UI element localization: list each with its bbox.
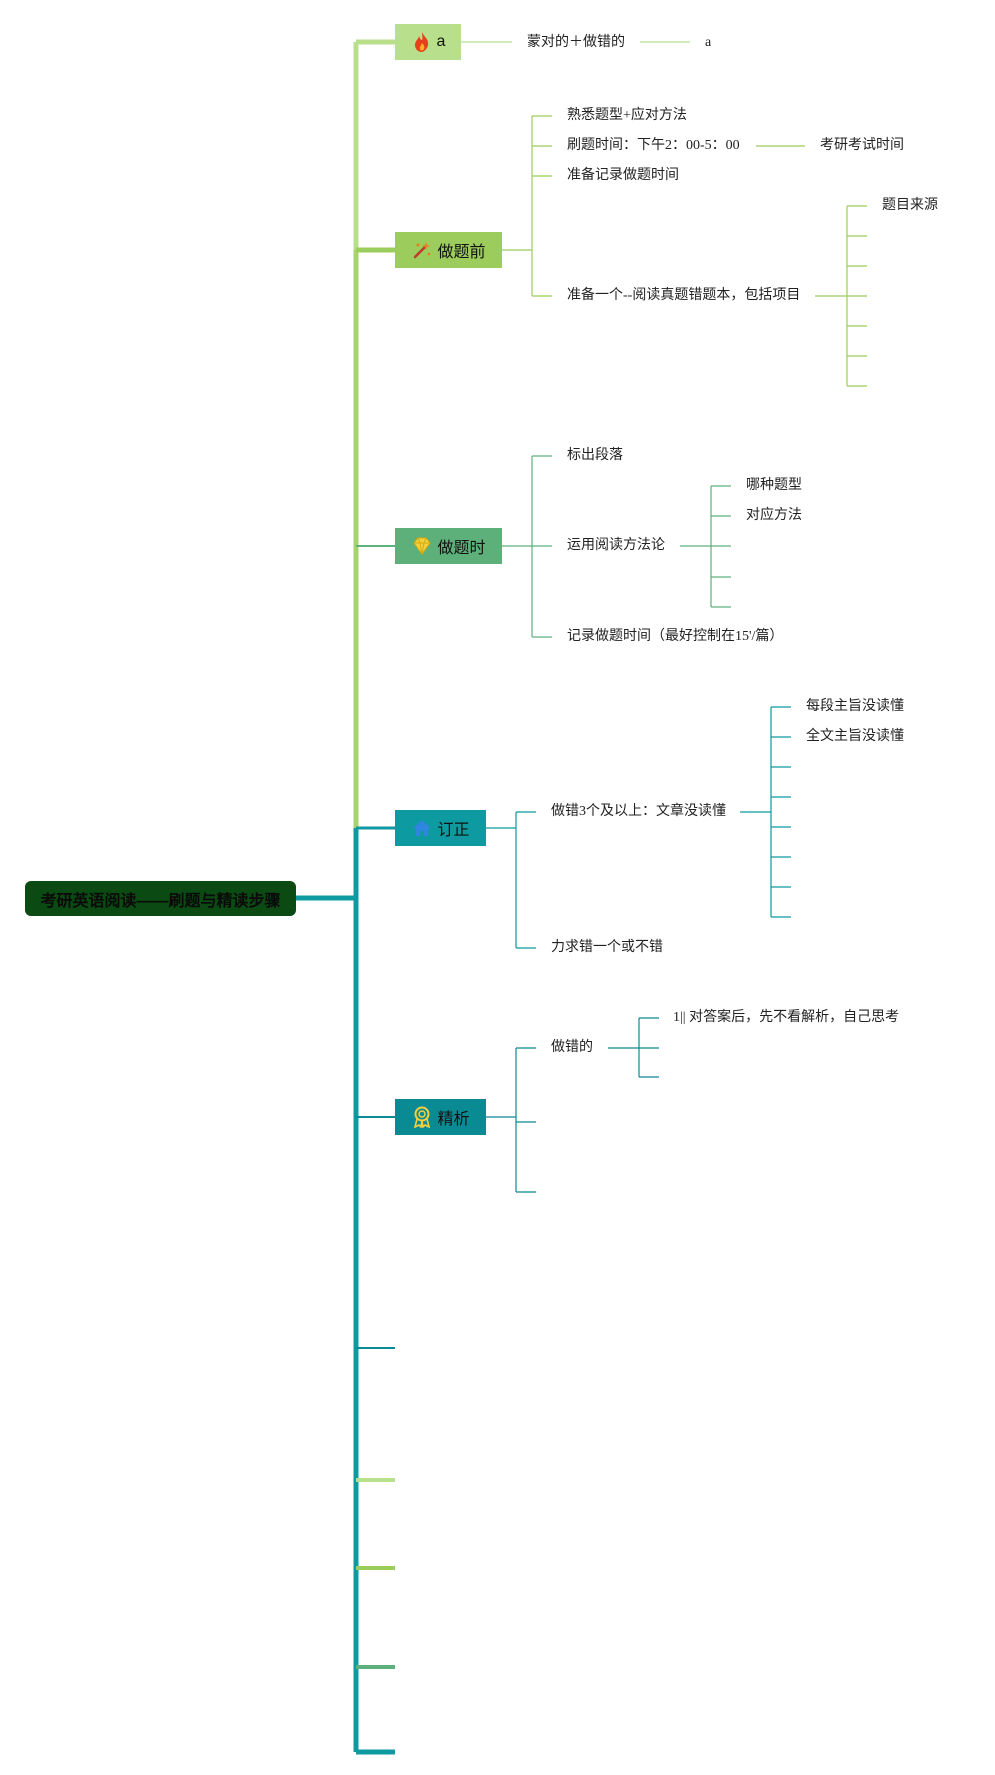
leaf-topic[interactable]: 力求错一个或不错 [551,940,663,955]
leaf-topic[interactable]: a [705,35,712,50]
branch-topic-intensive-analysis-label: 精析 [437,1111,470,1128]
leaf-topic[interactable]: 做错的 [551,1040,593,1055]
root-topic[interactable]: 考研英语阅读——刷题与精读步骤 [25,881,296,916]
branch-topic-a-label: a [436,33,446,50]
branch-topic-during-practice-label: 做题时 [437,540,486,557]
leaf-topic[interactable]: 熟悉题型+应对方法 [567,108,687,123]
leaf-topic[interactable]: 全文主旨没读懂 [806,729,904,744]
branch-topic-before-practice[interactable]: 做题前 [395,232,502,268]
leaf-topic[interactable]: 哪种题型 [746,478,802,493]
leaf-topic[interactable]: 题目来源 [882,198,938,213]
flame-icon [411,31,433,53]
leaf-topic[interactable]: 记录做题时间（最好控制在15'/篇） [567,629,784,644]
branch-topic-correction[interactable]: 订正 [395,810,486,846]
leaf-topic[interactable]: 考研考试时间 [820,138,904,153]
leaf-topic[interactable]: 运用阅读方法论 [567,538,665,553]
leaf-topic[interactable]: 对应方法 [746,508,802,523]
branch-topic-during-practice[interactable]: 做题时 [395,528,502,564]
root-topic-label: 考研英语阅读——刷题与精读步骤 [40,892,281,910]
branch-topic-intensive-analysis[interactable]: 精析 [395,1099,486,1135]
magic-wand-icon [411,239,433,261]
house-icon [411,817,433,839]
award-icon [411,1106,433,1128]
leaf-topic[interactable]: 准备记录做题时间 [567,168,679,183]
leaf-topic[interactable]: 刷题时间：下午2：00-5：00 [567,138,740,153]
branch-topic-correction-label: 订正 [437,822,470,839]
leaf-topic[interactable]: 蒙对的＋做错的 [527,35,625,50]
leaf-topic[interactable]: 1|| 对答案后，先不看解析，自己思考 [673,1010,900,1025]
leaf-topic[interactable]: 标出段落 [567,448,623,463]
branch-topic-a[interactable]: a [395,24,461,60]
leaf-topic[interactable]: 每段主旨没读懂 [806,699,904,714]
branch-topic-before-practice-label: 做题前 [437,244,486,261]
leaf-topic[interactable]: 做错3个及以上：文章没读懂 [551,804,726,819]
diamond-icon [411,535,433,557]
leaf-topic[interactable]: 准备一个--阅读真题错题本，包括项目 [567,288,801,303]
